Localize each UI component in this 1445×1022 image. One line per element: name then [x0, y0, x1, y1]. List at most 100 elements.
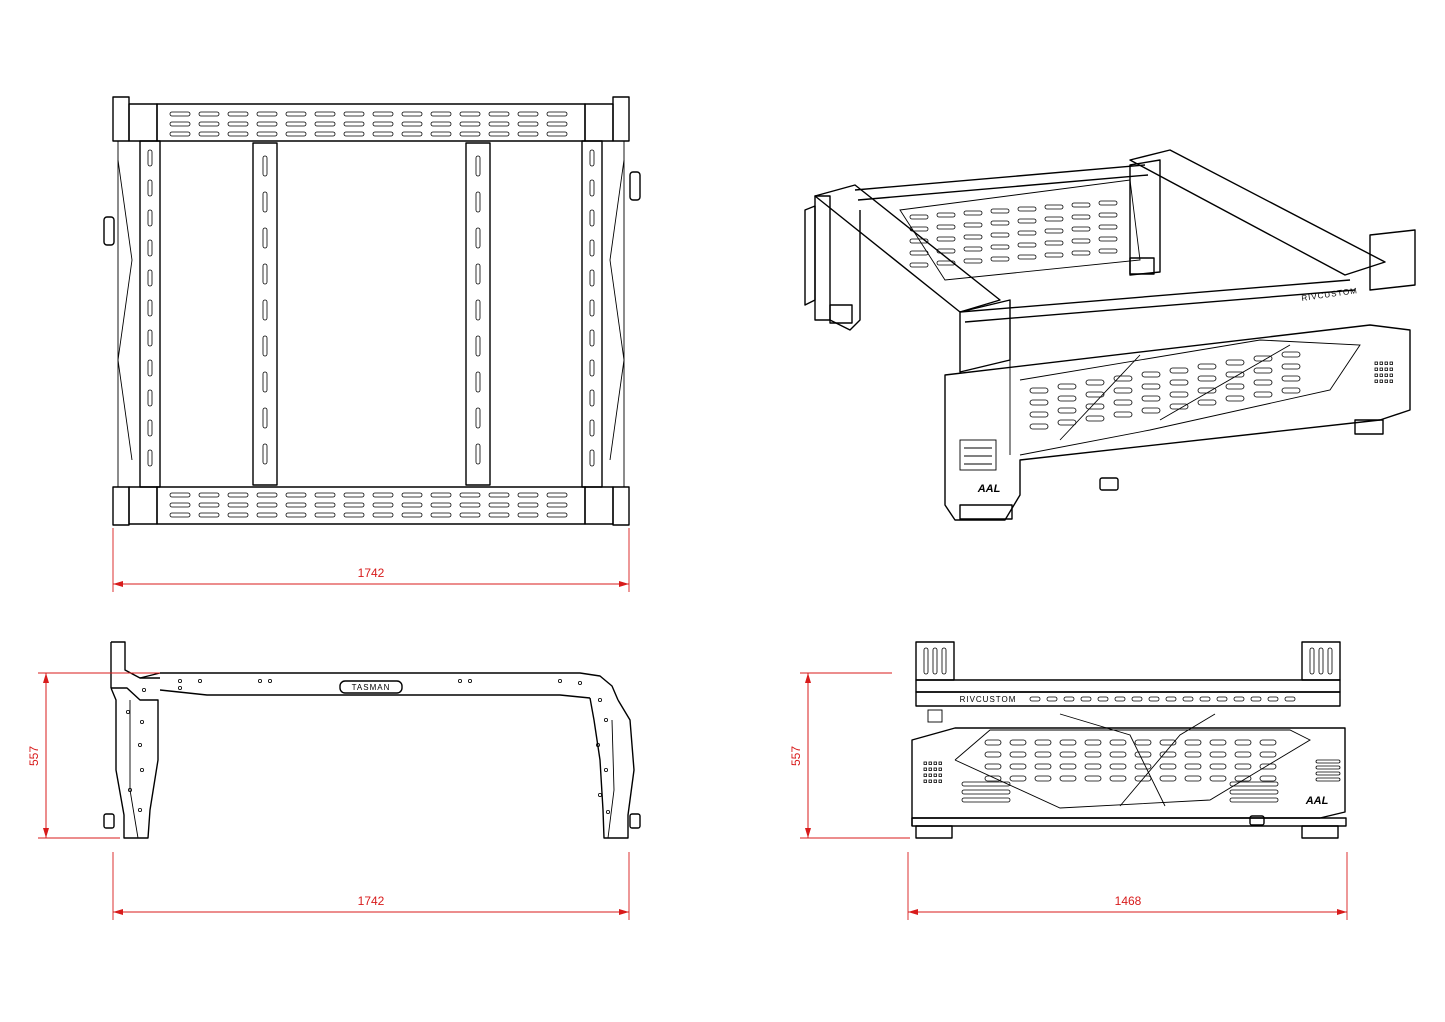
panel-slot — [1084, 763, 1102, 770]
beam-slot — [459, 131, 481, 137]
mount-hole — [604, 718, 609, 723]
iso-vent-dot — [1384, 373, 1388, 377]
panel-slot — [1184, 775, 1202, 782]
side-vent — [1315, 771, 1341, 776]
side-rail-slot — [147, 389, 153, 407]
beam-slot — [256, 502, 278, 508]
side-rail-slot — [589, 179, 595, 197]
panel-slot — [1059, 751, 1077, 758]
panel-slot — [1234, 775, 1252, 782]
panel-slot — [984, 751, 1002, 758]
iso-panel-slot — [1085, 415, 1105, 422]
beam-slot — [256, 111, 278, 117]
iso-vent-dot — [1374, 373, 1378, 377]
beam-slot — [401, 121, 423, 127]
rail-slot — [1046, 696, 1058, 702]
rail-slot — [1097, 696, 1109, 702]
vent-dot — [938, 779, 942, 783]
rail-slot — [1148, 696, 1160, 702]
beam-slot — [401, 512, 423, 518]
side-vent — [1315, 765, 1341, 770]
iso-panel-slot — [1169, 403, 1189, 410]
iso-inner-slot — [990, 232, 1010, 238]
panel-slot — [1234, 751, 1252, 758]
beam-slot — [285, 502, 307, 508]
side-badge-text: TASMAN — [352, 683, 391, 692]
panel-slot — [1159, 751, 1177, 758]
mount-hole — [604, 768, 609, 773]
panel-slot — [1209, 751, 1227, 758]
crossbar-slot — [262, 371, 268, 393]
iso-inner-slot — [909, 250, 929, 256]
beam-slot — [314, 492, 336, 498]
crossbar-slot — [475, 155, 481, 177]
crossbar-slot — [475, 191, 481, 213]
beam-slot — [285, 111, 307, 117]
crossbar-slot — [475, 263, 481, 285]
beam-slot — [314, 111, 336, 117]
iso-inner-slot — [936, 212, 956, 218]
iso-panel-slot — [1169, 367, 1189, 374]
beam-slot — [372, 131, 394, 137]
beam-slot — [372, 492, 394, 498]
beam-slot — [285, 131, 307, 137]
iso-inner-slot — [990, 208, 1010, 214]
panel-slot — [1084, 775, 1102, 782]
panel-slot — [1109, 739, 1127, 746]
beam-slot — [488, 131, 510, 137]
plate-slot — [923, 647, 929, 675]
iso-vent-dot — [1374, 367, 1378, 371]
panel-slot — [1234, 739, 1252, 746]
vent-dot — [923, 779, 927, 783]
side-rail-slot — [589, 209, 595, 227]
beam-slot — [256, 512, 278, 518]
iso-inner-slot — [1017, 254, 1037, 260]
panel-slot — [1109, 763, 1127, 770]
crossbar-slot — [262, 299, 268, 321]
beam-slot — [517, 111, 539, 117]
side-rail-slot — [589, 329, 595, 347]
beam-slot — [256, 492, 278, 498]
rear-view-height-dimension: 557 — [789, 672, 910, 839]
iso-inner-slot — [1044, 240, 1064, 246]
side-rail-slot — [589, 449, 595, 467]
iso-vent-dot — [1374, 379, 1378, 383]
crossbar-slot — [262, 407, 268, 429]
iso-vent-dot — [1389, 379, 1393, 383]
crossbar-slot — [262, 263, 268, 285]
beam-slot — [169, 512, 191, 518]
side-rail-slot — [589, 299, 595, 317]
beam-slot — [285, 512, 307, 518]
beam-slot — [343, 512, 365, 518]
iso-panel-slot — [1169, 391, 1189, 398]
iso-panel-slot — [1225, 359, 1245, 366]
iso-panel-slot — [1085, 391, 1105, 398]
vent-slot — [961, 781, 1011, 787]
beam-slot — [169, 111, 191, 117]
panel-slot — [1184, 739, 1202, 746]
beam-slot — [546, 502, 568, 508]
beam-slot — [343, 502, 365, 508]
mount-hole — [126, 710, 131, 715]
vent-slot — [1229, 781, 1279, 787]
panel-slot — [1109, 775, 1127, 782]
top-view — [103, 96, 641, 526]
mount-hole — [558, 679, 563, 684]
vent-dot — [933, 761, 937, 765]
iso-panel-slot — [1225, 395, 1245, 402]
iso-vent-dot — [1374, 361, 1378, 365]
side-rail-slot — [589, 239, 595, 257]
iso-inner-slot — [963, 246, 983, 252]
mount-hole — [139, 720, 144, 725]
beam-slot — [227, 121, 249, 127]
iso-inner-slot — [963, 234, 983, 240]
side-vent — [1315, 759, 1341, 764]
vent-dot — [933, 767, 937, 771]
panel-slot — [1159, 775, 1177, 782]
iso-panel-slot — [1225, 383, 1245, 390]
beam-slot — [343, 121, 365, 127]
vent-dot — [933, 773, 937, 777]
beam-slot — [546, 512, 568, 518]
iso-inner-slot — [1017, 230, 1037, 236]
